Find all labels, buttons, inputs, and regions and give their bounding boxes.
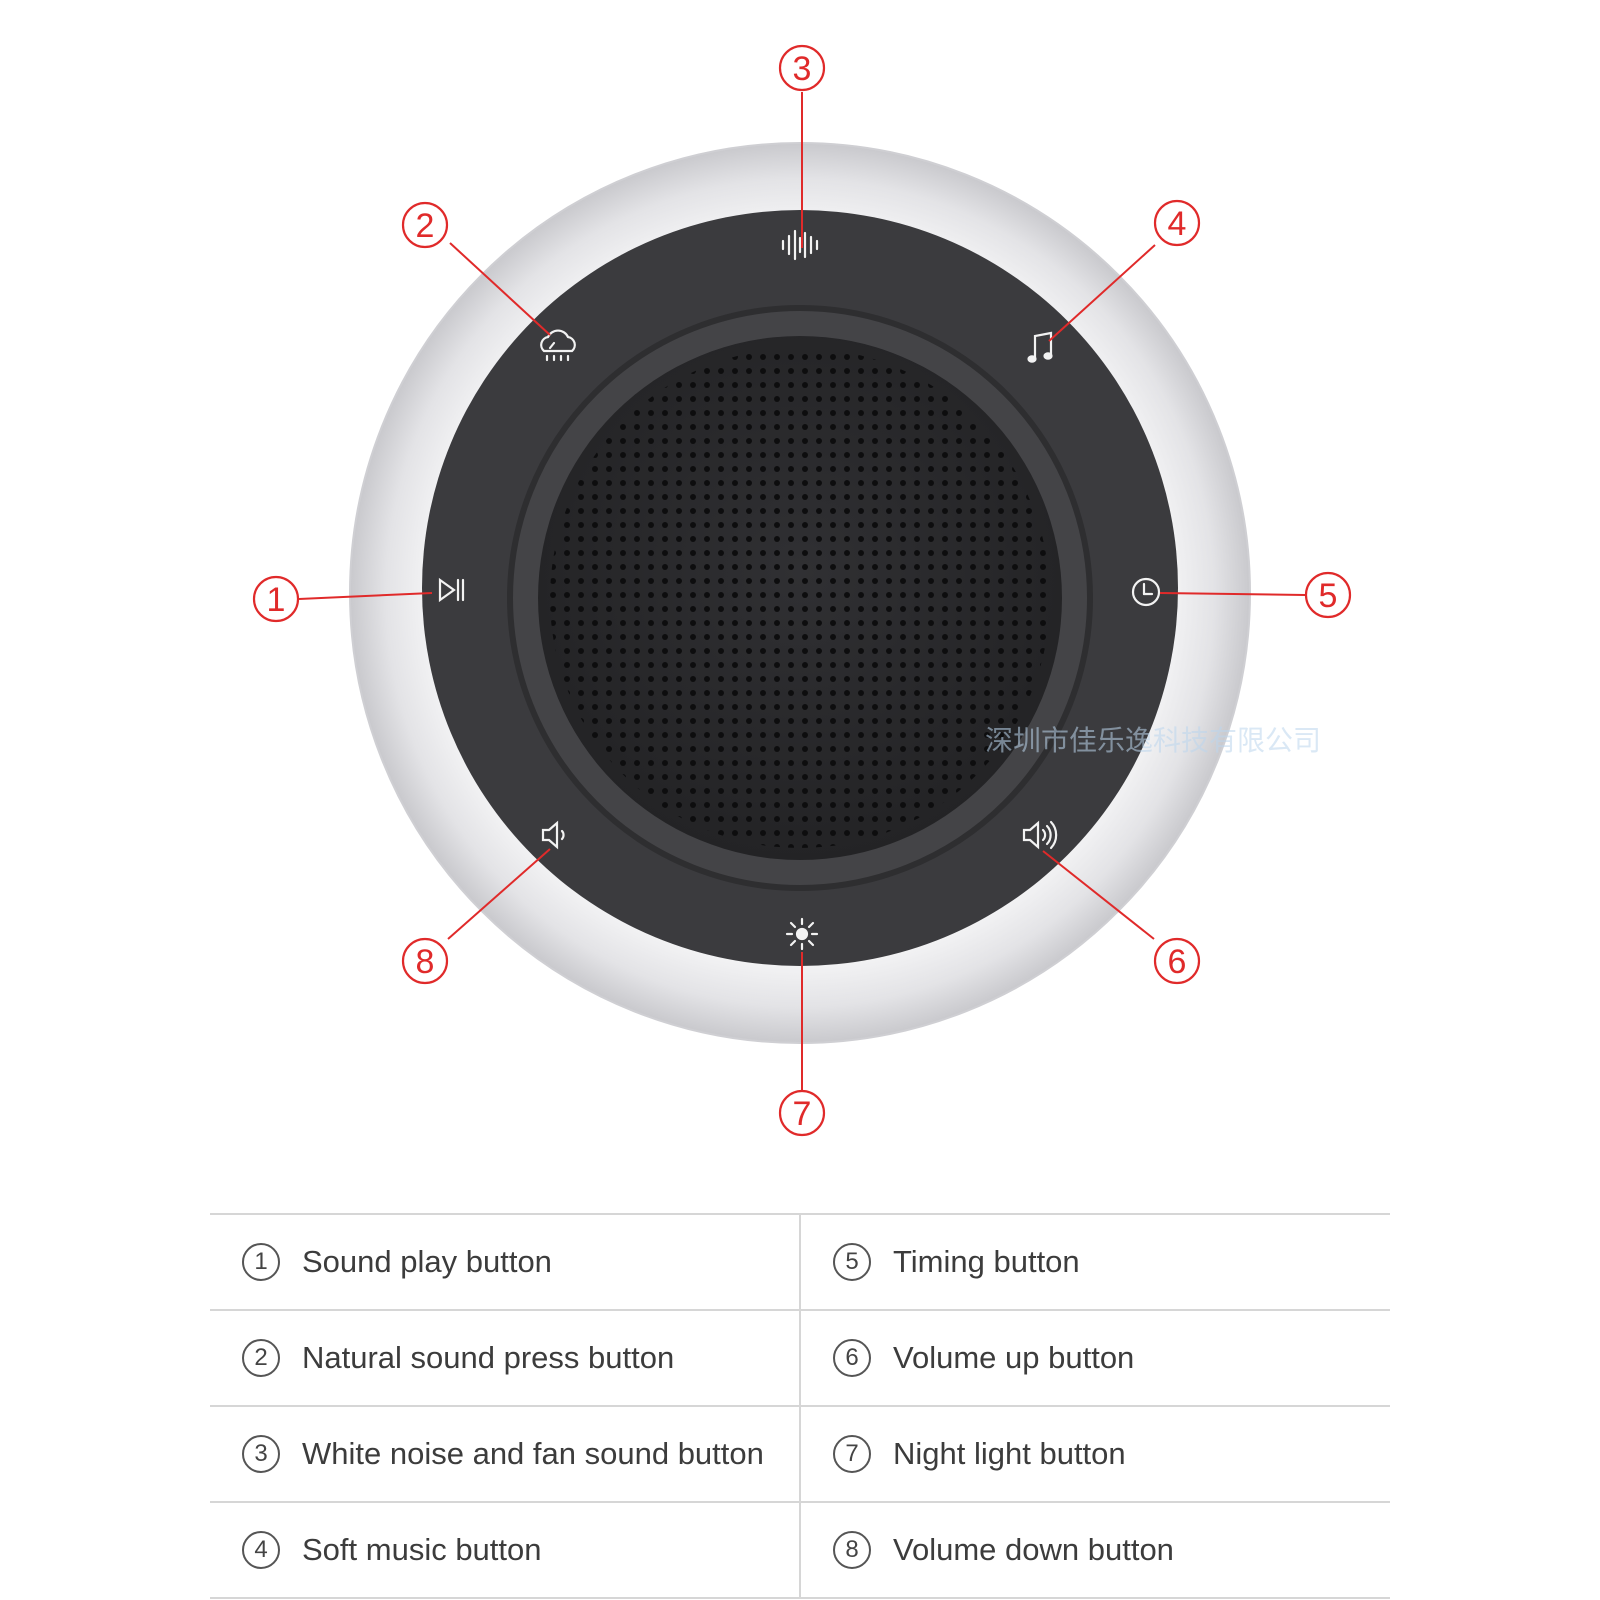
legend-item: 4 Soft music button [210,1503,801,1597]
callout-4-number: 4 [1168,205,1187,243]
callout-3-number: 3 [793,50,812,88]
legend-label: Timing button [893,1244,1080,1279]
callout-7-number: 7 [793,1095,812,1133]
legend-label: Natural sound press button [302,1340,675,1375]
callout-2-number: 2 [416,207,435,245]
callout-lines [298,92,1306,1090]
callout-8-number: 8 [416,943,435,981]
callout-6: 6 [1153,937,1201,985]
volume-up-icon[interactable] [1022,820,1058,850]
legend-row: 3 White noise and fan sound button 7 Nig… [210,1407,1390,1503]
callout-line-8 [447,848,551,940]
legend-item: 6 Volume up button [801,1311,1390,1405]
legend-row: 1 Sound play button 5 Timing button [210,1215,1390,1311]
callout-line-6 [1042,850,1155,940]
legend-label: Night light button [893,1436,1126,1471]
legend-label: Soft music button [302,1532,542,1567]
legend-item: 7 Night light button [801,1407,1390,1501]
legend-number-badge: 3 [242,1435,280,1473]
legend-item: 1 Sound play button [210,1215,801,1309]
callout-5: 5 [1304,571,1352,619]
legend-number-badge: 8 [833,1531,871,1569]
legend-number-badge: 5 [833,1243,871,1281]
legend-item: 2 Natural sound press button [210,1311,801,1405]
legend-item: 5 Timing button [801,1215,1390,1309]
callout-6-number: 6 [1168,943,1187,981]
music-note-icon[interactable] [1027,331,1053,363]
watermark: 深圳市佳乐逸科技有限公司 [985,724,1321,757]
legend-number-badge: 7 [833,1435,871,1473]
play-pause-icon[interactable] [438,577,465,603]
legend-item: 3 White noise and fan sound button [210,1407,801,1501]
legend-number-badge: 6 [833,1339,871,1377]
legend-item: 8 Volume down button [801,1503,1390,1597]
callout-badges: 1 2 3 4 5 6 7 8 [252,44,1352,1137]
callout-line-2 [449,242,551,336]
device [349,142,1251,1044]
legend-label: Volume up button [893,1340,1135,1375]
callout-line-1 [298,592,433,600]
callout-5-number: 5 [1319,577,1338,615]
rain-cloud-icon[interactable] [540,329,576,362]
callout-2: 2 [401,201,449,249]
clock-icon[interactable] [1131,577,1161,607]
volume-down-icon[interactable] [541,820,565,850]
device-buttons [438,229,1161,951]
callout-line-5 [1159,592,1306,596]
callout-4: 4 [1153,199,1201,247]
callout-7: 7 [778,1089,826,1137]
legend-table: 1 Sound play button 5 Timing button 2 Na… [210,1213,1390,1599]
legend-row: 4 Soft music button 8 Volume down button [210,1503,1390,1599]
legend-number-badge: 1 [242,1243,280,1281]
legend-label: White noise and fan sound button [302,1436,764,1471]
callout-3: 3 [778,44,826,92]
callout-1-number: 1 [267,581,286,619]
sound-wave-icon[interactable] [781,229,819,261]
legend-number-badge: 4 [242,1531,280,1569]
sun-icon[interactable] [785,917,819,951]
callout-line-4 [1048,244,1156,342]
device-diagram: 深圳市佳乐逸科技有限公司 [252,44,1352,1137]
speaker-grille-holes [550,348,1050,848]
legend-label: Volume down button [893,1532,1174,1567]
callout-8: 8 [401,937,449,985]
legend-label: Sound play button [302,1244,552,1279]
legend-row: 2 Natural sound press button 6 Volume up… [210,1311,1390,1407]
legend-number-badge: 2 [242,1339,280,1377]
callout-1: 1 [252,575,300,623]
